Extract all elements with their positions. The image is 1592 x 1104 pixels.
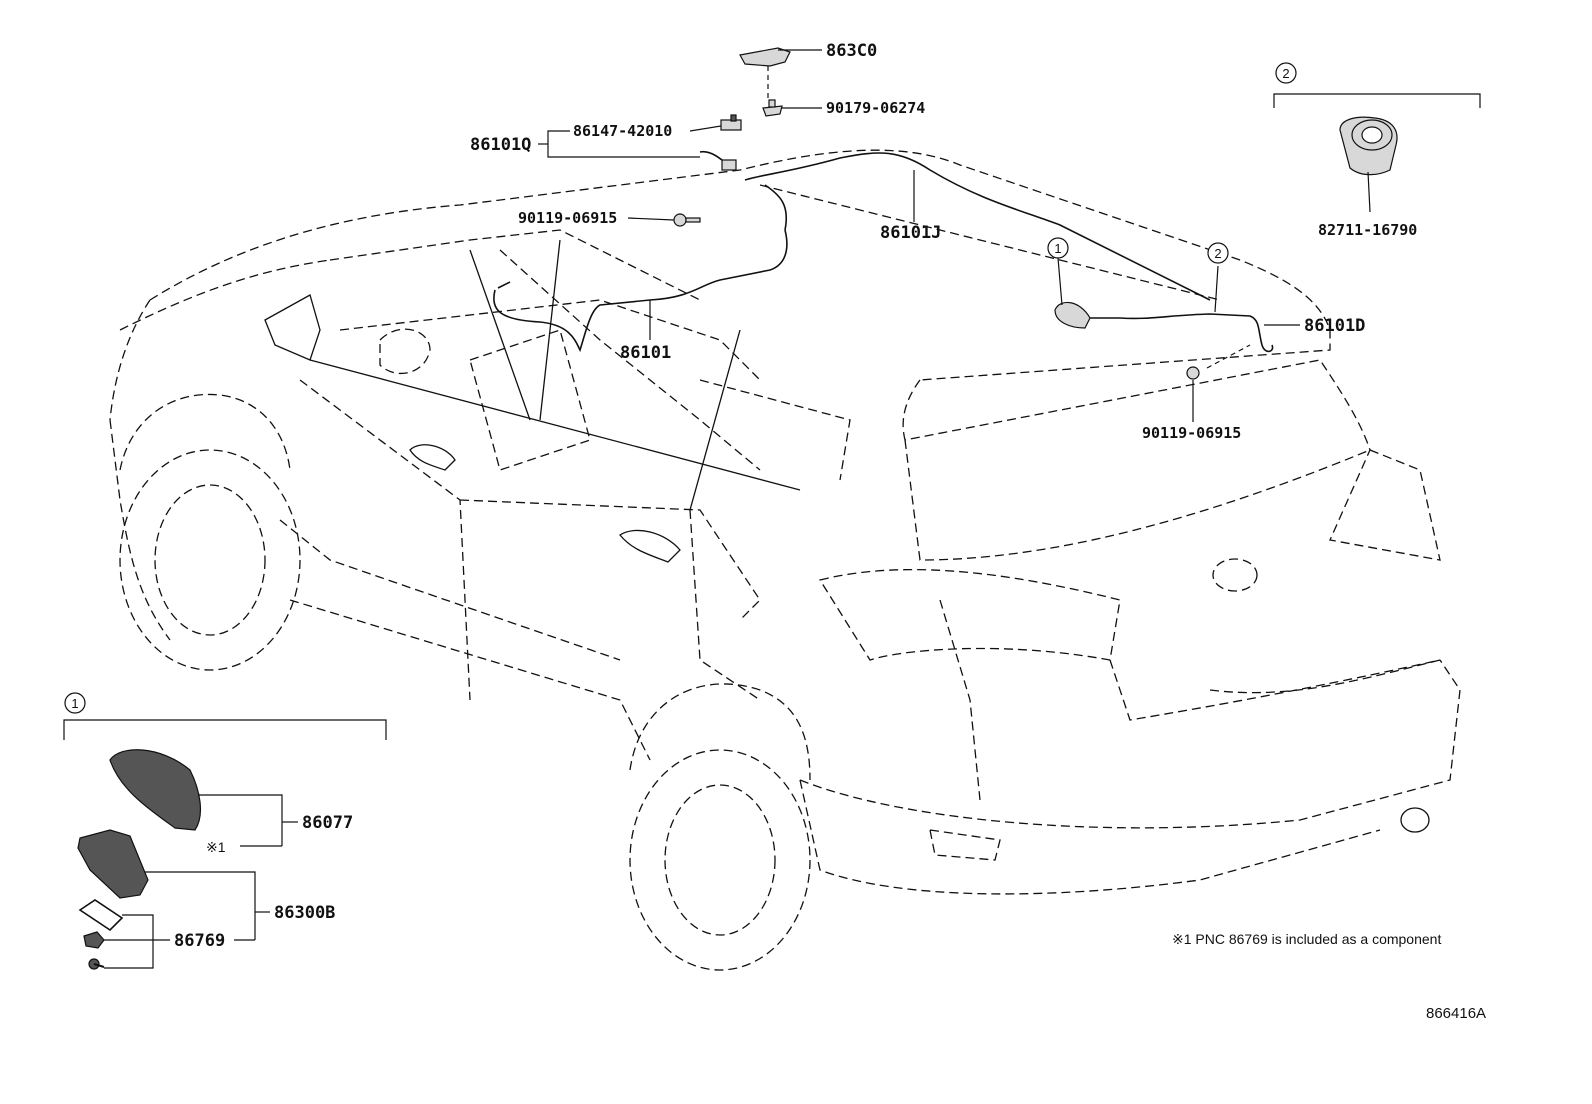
callout-inset-2: 2 (1275, 62, 1297, 84)
antenna-cord-86101 (493, 229, 788, 353)
svg-text:2: 2 (1214, 246, 1221, 261)
label-90119-06915-top: 90119-06915 (518, 209, 617, 227)
windshield-lines (309, 239, 801, 511)
label-90119-06915-rear: 90119-06915 (1142, 424, 1241, 442)
label-82711-16790: 82711-16790 (1318, 221, 1417, 239)
label-86101J: 86101J (880, 223, 941, 243)
svg-text:1: 1 (1054, 241, 1061, 256)
callout-car-2: 2 (1207, 242, 1229, 264)
inset-1 (63, 719, 387, 970)
label-86077: 86077 (302, 813, 353, 833)
antenna-cord-86101J (744, 152, 1211, 301)
svg-text:2: 2 (1282, 66, 1289, 81)
label-86300B: 86300B (274, 903, 335, 923)
clamp-82711-16790 (1339, 116, 1398, 176)
label-863C0: 863C0 (826, 41, 877, 61)
inset-2-bracket (1273, 93, 1481, 108)
vehicle-outline (109, 149, 1461, 971)
bolt-90119-06915-top (673, 213, 701, 227)
connector-86147-42010 (720, 114, 742, 131)
callout-car-1: 1 (1047, 237, 1069, 259)
callout-inset-1: 1 (64, 692, 86, 714)
antenna-cord-86101D (1090, 313, 1274, 353)
label-86101Q: 86101Q (470, 135, 531, 155)
bolt-90119-06915-rear (1186, 366, 1200, 380)
footnote: ※1 PNC 86769 is included as a component (1172, 931, 1441, 947)
label-86147-42010: 86147-42010 (573, 122, 672, 140)
connector-86101Q (699, 150, 737, 171)
label-86101: 86101 (620, 343, 671, 363)
illustration-number: 866416A (1426, 1005, 1486, 1022)
leader-lines (538, 49, 1371, 422)
label-86101D: 86101D (1304, 316, 1365, 336)
bracket-863C0 (739, 47, 791, 67)
antenna-assembly-on-roof (1054, 301, 1091, 329)
svg-text:1: 1 (71, 696, 78, 711)
label-86769: 86769 (174, 931, 225, 951)
label-90179-06274: 90179-06274 (826, 99, 925, 117)
label-note-mark: ※1 (206, 839, 226, 855)
clip-90179-06274 (762, 99, 783, 117)
